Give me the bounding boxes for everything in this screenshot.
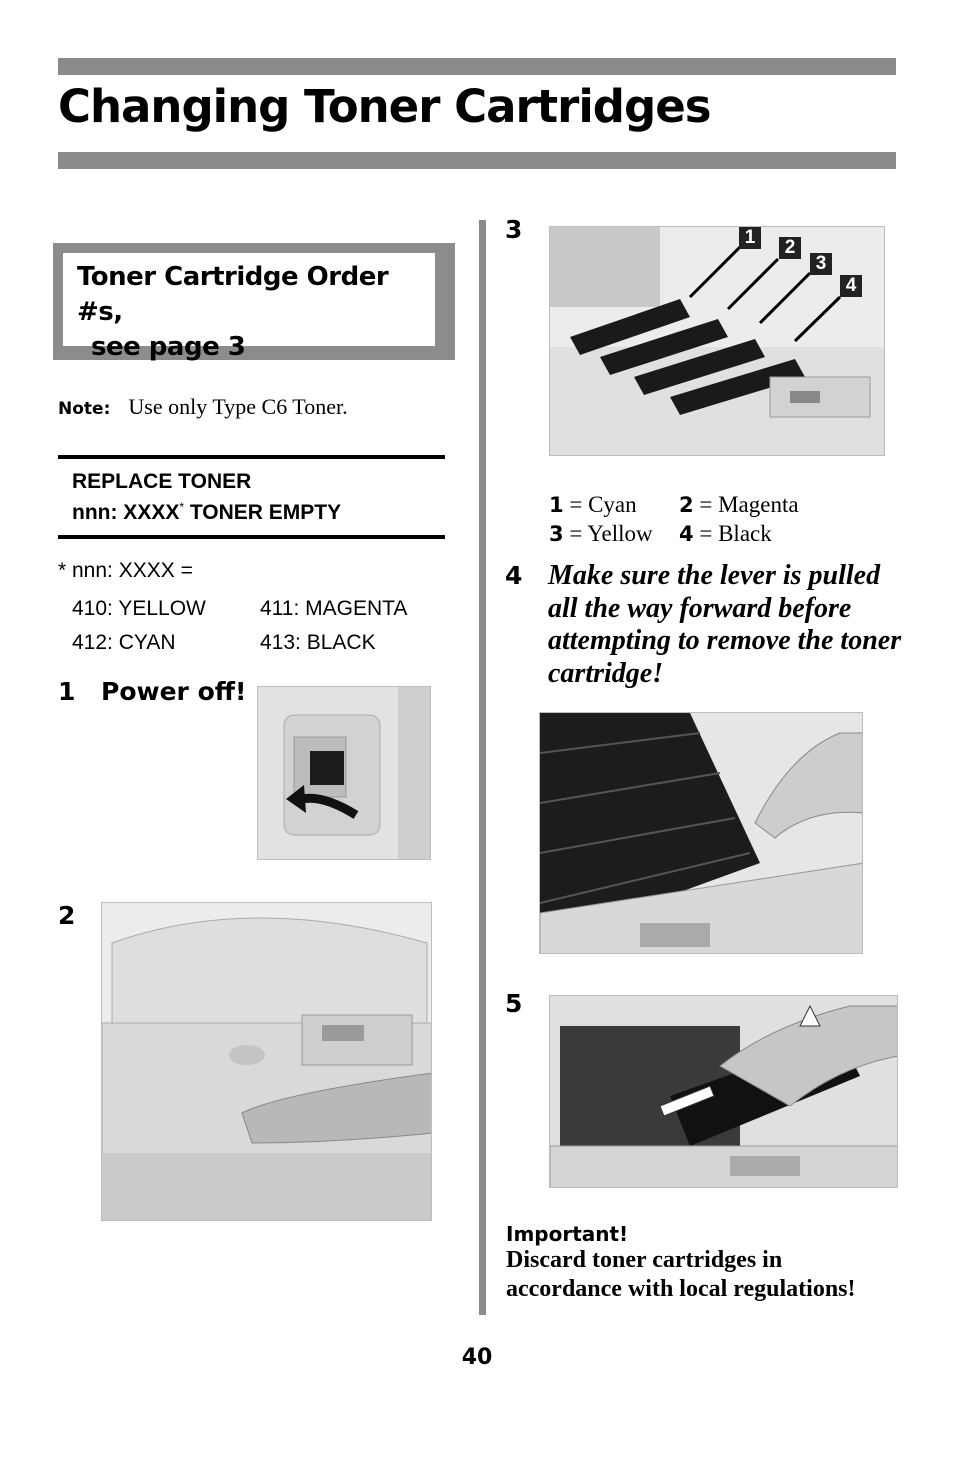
order-line-2: see page 3	[91, 332, 246, 362]
open-cover-photo	[101, 902, 432, 1221]
step-2-number: 2	[58, 901, 76, 930]
note: Note: Use only Type C6 Toner.	[58, 394, 348, 420]
message-code: nnn: XXXX	[72, 501, 180, 524]
legend-color: = Magenta	[699, 492, 799, 517]
legend-number: 2	[679, 493, 694, 517]
message-line-2: nnn: XXXX* TONER EMPTY	[72, 500, 341, 525]
toner-cartridges-illustration	[550, 227, 884, 455]
column-divider	[479, 220, 486, 1315]
callout-2: 2	[779, 237, 801, 259]
page-number: 40	[461, 1345, 493, 1370]
code-item: 413: BLACK	[260, 631, 376, 654]
note-text: Use only Type C6 Toner.	[128, 394, 348, 419]
callout-1: 1	[739, 227, 761, 249]
code-item: 411: MAGENTA	[260, 597, 408, 620]
open-cover-illustration	[102, 903, 431, 1220]
order-number-box: Toner Cartridge Order #s, see page 3	[53, 243, 455, 362]
order-line-1: Toner Cartridge Order #s,	[77, 262, 389, 327]
note-label: Note:	[58, 399, 111, 419]
step-4-warning: Make sure the lever is pulled all the wa…	[548, 560, 902, 689]
top-rule	[58, 58, 896, 75]
power-switch-photo	[257, 686, 431, 860]
message-status: TONER EMPTY	[184, 501, 342, 524]
legend-item: 1 = Cyan	[549, 492, 637, 518]
important-line-2: accordance with local regulations!	[506, 1276, 856, 1302]
message-line-1: REPLACE TONER	[72, 470, 252, 493]
legend-color: = Yellow	[569, 521, 653, 546]
step-4-number: 4	[505, 561, 523, 590]
step-1-text: Power off!	[101, 677, 247, 706]
remove-cartridge-illustration	[550, 996, 897, 1187]
callout-3: 3	[810, 253, 832, 275]
important-heading: Important!	[506, 1222, 629, 1246]
legend-item: 3 = Yellow	[549, 521, 653, 547]
important-note: Important! Discard toner cartridges in a…	[506, 1222, 856, 1304]
legend-number: 1	[549, 493, 564, 517]
legend-item: 4 = Black	[679, 521, 772, 547]
lever-illustration	[540, 713, 862, 953]
codes-heading: * nnn: XXXX =	[58, 559, 193, 582]
legend-number: 3	[549, 522, 564, 546]
legend-color: = Black	[699, 521, 772, 546]
legend-item: 2 = Magenta	[679, 492, 799, 518]
toner-cartridges-photo: 1 2 3 4	[549, 226, 885, 456]
step-1-number: 1	[58, 677, 76, 706]
title-rule	[58, 152, 896, 169]
power-switch-illustration	[258, 687, 430, 859]
page-title: Changing Toner Cartridges	[58, 80, 712, 133]
step-5-number: 5	[505, 989, 523, 1018]
remove-cartridge-photo	[549, 995, 898, 1188]
important-line-1: Discard toner cartridges in	[506, 1247, 783, 1273]
code-item: 412: CYAN	[72, 631, 176, 654]
display-message-box: REPLACE TONER nnn: XXXX* TONER EMPTY	[58, 455, 445, 539]
footnote-star: *	[179, 500, 185, 514]
step-3-number: 3	[505, 215, 523, 244]
legend-number: 4	[679, 522, 694, 546]
lever-photo	[539, 712, 863, 954]
code-item: 410: YELLOW	[72, 597, 206, 620]
callout-4: 4	[840, 275, 862, 297]
legend-color: = Cyan	[569, 492, 637, 517]
